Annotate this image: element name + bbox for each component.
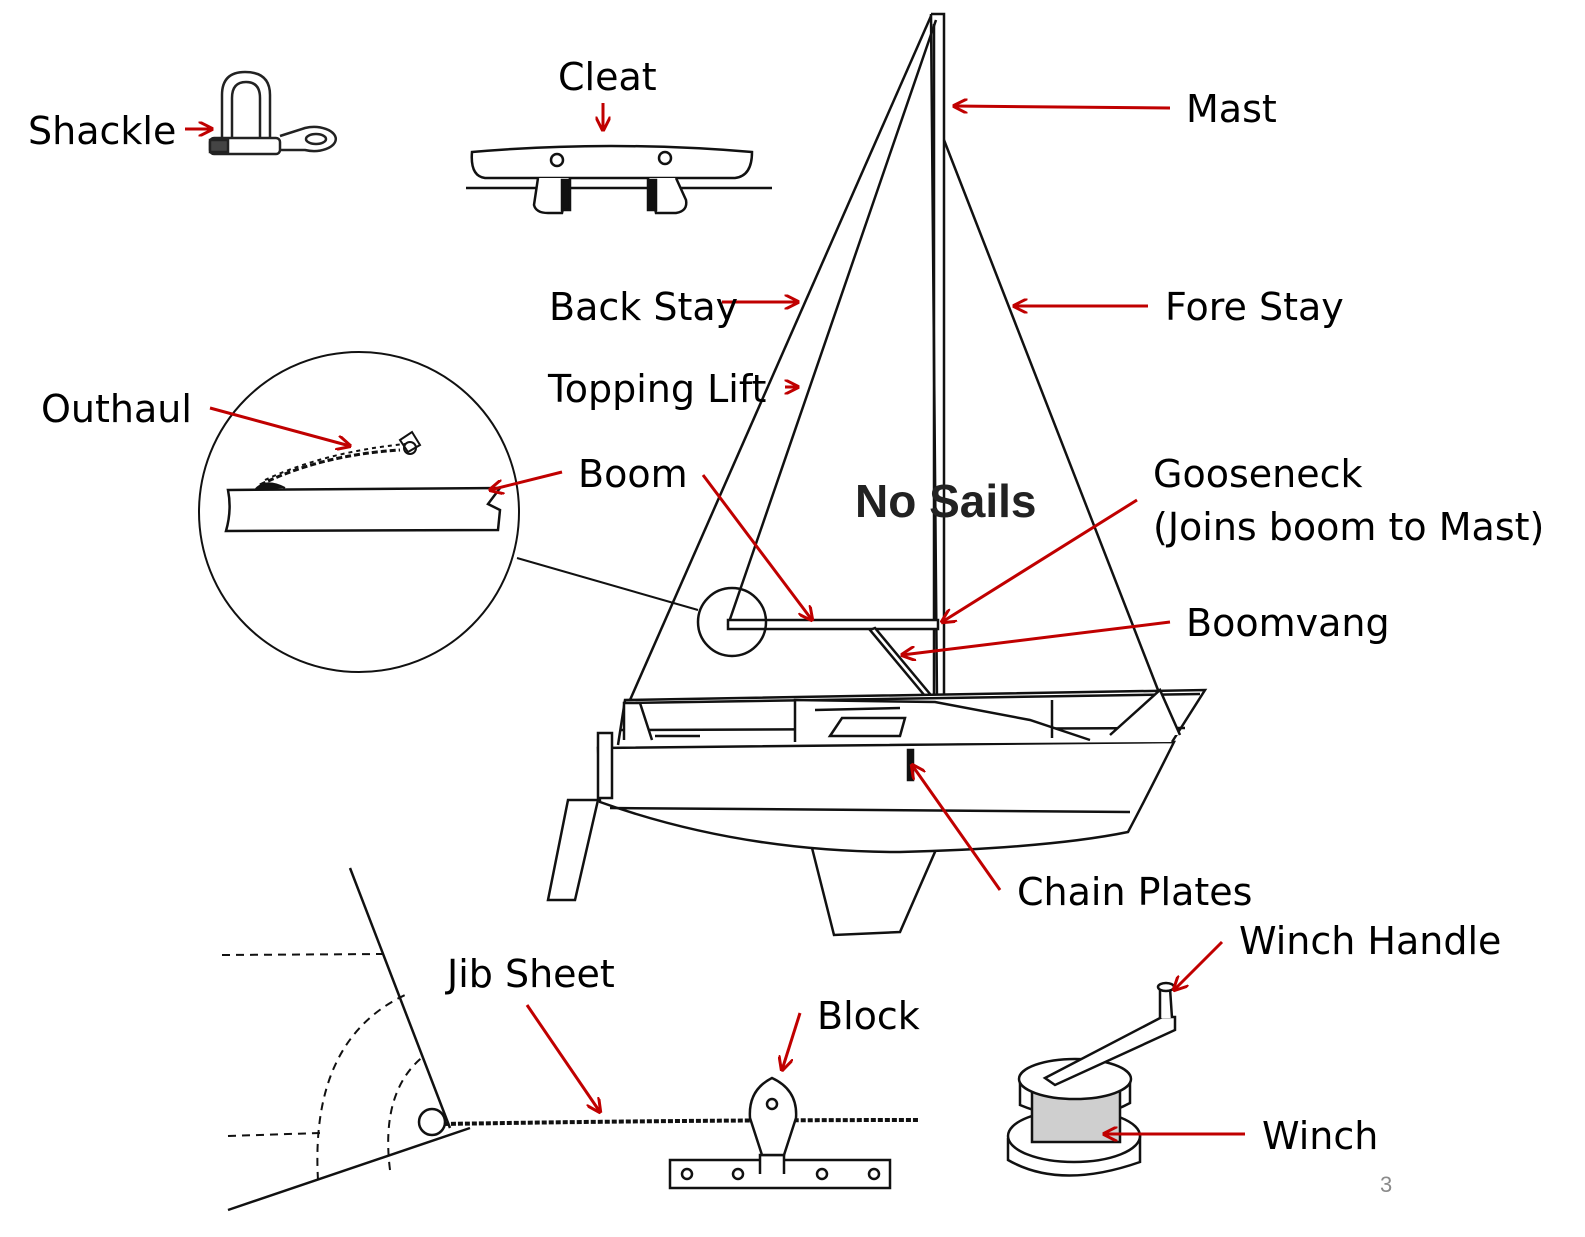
page-number: 3 xyxy=(1380,1172,1393,1197)
boom-detail-arrow xyxy=(490,470,563,490)
block-arrow xyxy=(782,1012,802,1070)
gooseneck-note: (Joins boom to Mast) xyxy=(1153,505,1545,549)
rigging xyxy=(516,12,1160,710)
shackle-illustration xyxy=(208,70,337,156)
topping-lift-label: Topping Lift xyxy=(548,367,767,411)
chain-plates-label: Chain Plates xyxy=(1017,870,1253,914)
cleat-label: Cleat xyxy=(558,55,657,99)
no-sails-caption: No Sails xyxy=(855,475,1037,527)
block-label: Block xyxy=(817,994,920,1038)
jib-sheet-label: Jib Sheet xyxy=(447,952,615,996)
boomvang-arrow xyxy=(902,620,1171,655)
jib-sheet-arrow xyxy=(525,1004,600,1112)
label-arrows xyxy=(185,103,1245,1134)
outhaul-label: Outhaul xyxy=(41,387,192,431)
mast-arrow xyxy=(954,106,1171,108)
winch-label: Winch xyxy=(1262,1114,1379,1158)
gooseneck-label: Gooseneck xyxy=(1153,452,1363,496)
back-stay-label: Back Stay xyxy=(549,285,739,329)
winch-handle-arrow xyxy=(1174,940,1224,990)
winch-handle-label: Winch Handle xyxy=(1239,919,1502,963)
cleat-illustration xyxy=(466,144,772,215)
outhaul-detail xyxy=(198,351,520,673)
outhaul-arrow xyxy=(209,406,350,446)
jib-sheet-illustration xyxy=(221,867,921,1212)
hull xyxy=(546,687,1208,937)
mast-label: Mast xyxy=(1186,87,1277,131)
shackle-label: Shackle xyxy=(28,109,177,153)
block-illustration xyxy=(668,1076,892,1190)
fore-stay-label: Fore Stay xyxy=(1165,285,1344,329)
gooseneck-arrow xyxy=(942,498,1138,622)
chain-plates-arrow xyxy=(912,765,1002,891)
boomvang-label: Boomvang xyxy=(1186,601,1390,645)
boom-label: Boom xyxy=(578,452,688,496)
boom-arrow xyxy=(701,474,812,620)
winch-illustration xyxy=(1006,981,1177,1177)
